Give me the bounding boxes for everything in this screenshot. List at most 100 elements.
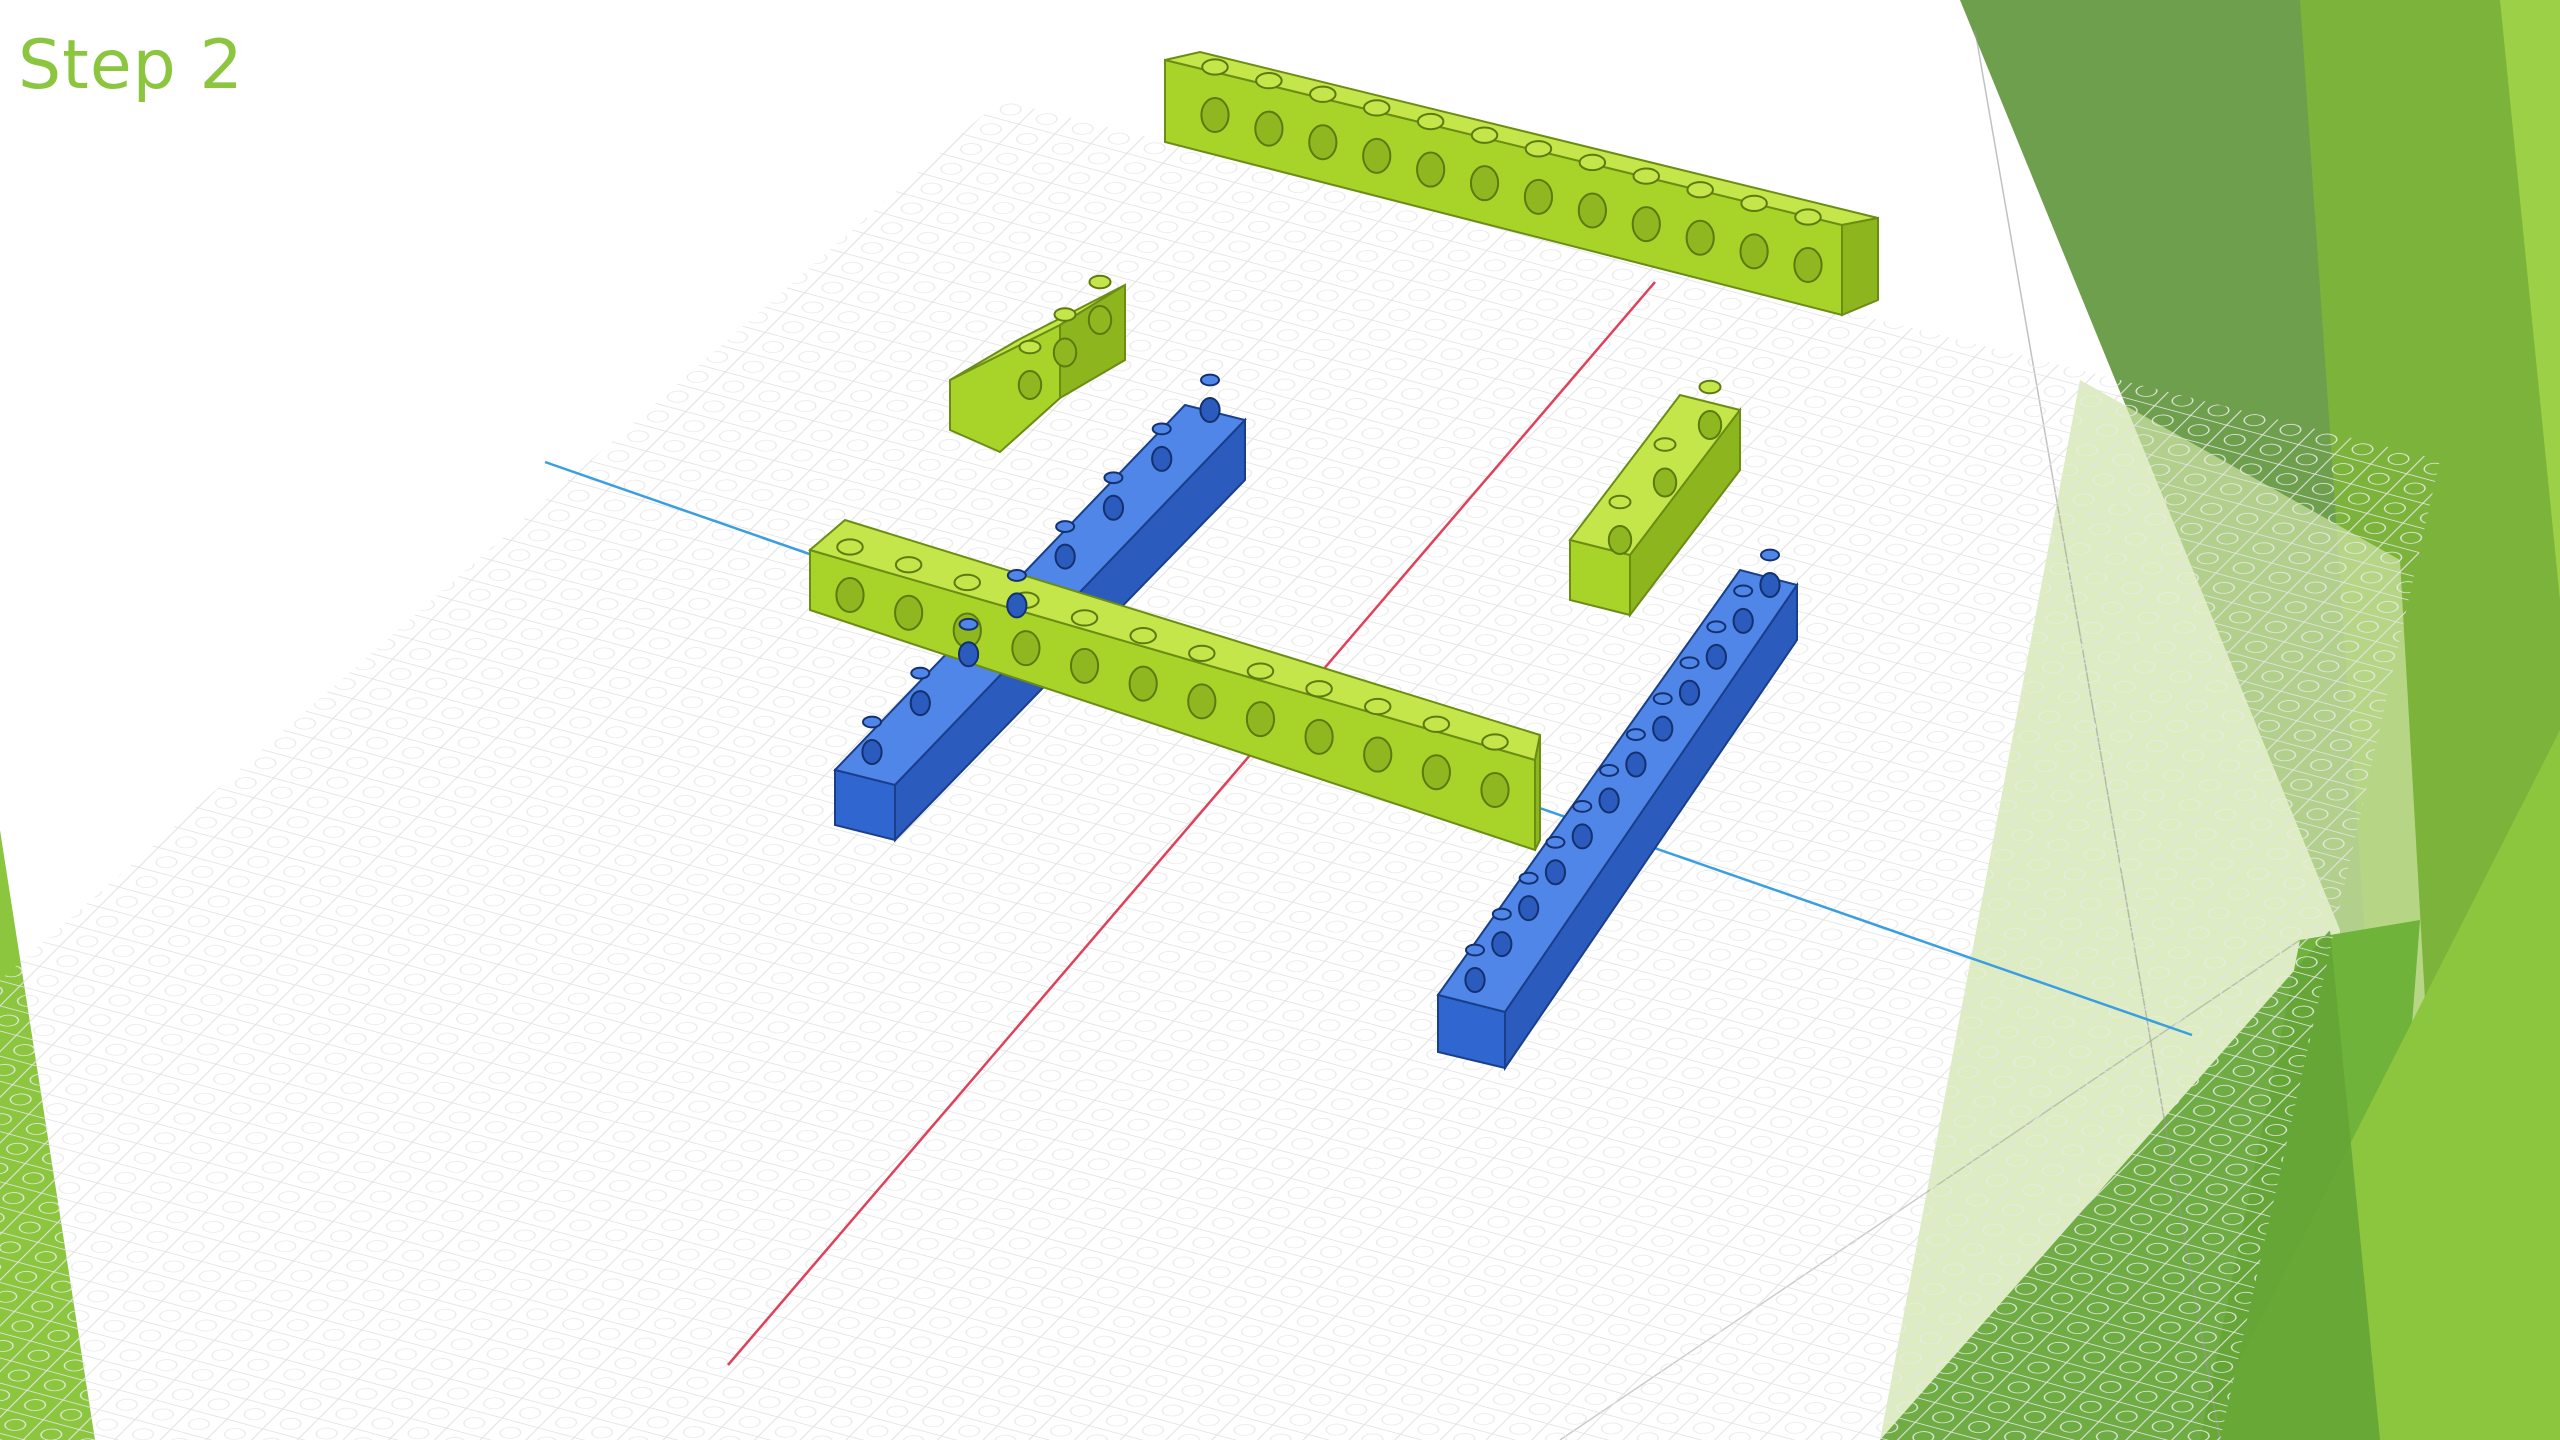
blue-right-hole (1519, 896, 1538, 920)
blue-right-hole (1573, 824, 1592, 848)
lime-right-stud (1700, 381, 1721, 394)
front-beam-hole (1071, 649, 1098, 683)
back-beam-hole (1687, 221, 1714, 255)
lime-left-hole (1019, 371, 1041, 399)
blue-left-hole (1200, 398, 1219, 422)
blue-left-stud (911, 668, 929, 679)
blue-left-hole (1007, 593, 1026, 617)
front-beam-hole (1012, 631, 1039, 665)
blue-left-hole (862, 740, 881, 764)
blue-right-hole (1492, 932, 1511, 956)
lime-right-stud (1610, 496, 1631, 509)
back-beam-stud (1687, 182, 1713, 197)
slide-title: Step 2 (18, 18, 244, 114)
lime-left-hole (1089, 306, 1111, 334)
blue-right-hole (1626, 753, 1645, 777)
blue-right-stud (1734, 586, 1752, 597)
front-beam-hole (895, 596, 922, 630)
lime-left-stud (1020, 341, 1041, 354)
back-beam-stud (1364, 100, 1390, 115)
lime-right-hole (1654, 469, 1676, 497)
back-beam-hole (1633, 207, 1660, 241)
blue-right-stud (1681, 657, 1699, 668)
blue-right-hole (1707, 645, 1726, 669)
front-beam-stud (1072, 610, 1098, 625)
front-beam-hole (836, 578, 863, 612)
blue-right-hole (1546, 860, 1565, 884)
blue-left-stud (1201, 375, 1219, 386)
blue-left-hole (1104, 496, 1123, 520)
blue-right-hole (1465, 968, 1484, 992)
lime-right-stud (1655, 438, 1676, 451)
lime-right-hole (1699, 411, 1721, 439)
blue-left-stud (1153, 423, 1171, 434)
front-beam-stud (896, 557, 922, 572)
back-beam-stud (1418, 114, 1444, 129)
lime-left-stud (1055, 308, 1076, 321)
back-beam-hole (1363, 139, 1390, 173)
blue-right-stud (1546, 837, 1564, 848)
blue-right-hole (1599, 788, 1618, 812)
blue-right-stud (1654, 693, 1672, 704)
blue-right-hole (1760, 573, 1779, 597)
front-beam-hole (1130, 667, 1157, 701)
blue-left-stud (1104, 472, 1122, 483)
front-beam-hole (1364, 738, 1391, 772)
blue-right-stud (1761, 550, 1779, 561)
blue-left-hole (1056, 545, 1075, 569)
front-beam-stud (1424, 717, 1450, 732)
front-beam-hole (1481, 773, 1508, 807)
blue-right-stud (1627, 729, 1645, 740)
front-beam-stud (1365, 699, 1391, 714)
back-beam-hole (1417, 153, 1444, 187)
back-beam-hole (1794, 248, 1821, 282)
blue-right-stud (1520, 873, 1538, 884)
back-beam-stud (1526, 141, 1552, 156)
back-beam-stud (1634, 168, 1660, 183)
blue-right-stud (1573, 801, 1591, 812)
back-beam-hole (1525, 180, 1552, 214)
back-beam-stud (1256, 73, 1282, 88)
back-beam-stud (1795, 209, 1821, 224)
blue-right-stud (1600, 765, 1618, 776)
blue-left-stud (863, 717, 881, 728)
front-beam-stud (1130, 628, 1156, 643)
blue-right-hole (1734, 609, 1753, 633)
back-beam-stud (1310, 87, 1336, 102)
front-beam-stud (837, 539, 863, 554)
back-beam-hole (1255, 112, 1282, 146)
front-beam-hole (1188, 684, 1215, 718)
front-beam-hole (1423, 755, 1450, 789)
blue-right-stud (1493, 909, 1511, 920)
blue-right-hole (1653, 717, 1672, 741)
back-beam-hole (1201, 98, 1228, 132)
front-beam-stud (1248, 663, 1274, 678)
back-beam-stud (1741, 196, 1767, 211)
front-beam-stud (955, 575, 981, 590)
back-beam-stud (1472, 128, 1498, 143)
front-beam-stud (1306, 681, 1332, 696)
front-beam-hole (1247, 702, 1274, 736)
back-beam-hole (1471, 166, 1498, 200)
blue-left-hole (959, 642, 978, 666)
blue-left-hole (911, 691, 930, 715)
blue-right-stud (1466, 945, 1484, 956)
blue-right-stud (1707, 621, 1725, 632)
back-beam-stud (1580, 155, 1606, 170)
lime-right-hole (1609, 526, 1631, 554)
lime-left-hole (1054, 339, 1076, 367)
blue-left-stud (1008, 570, 1026, 581)
back-beam-hole (1309, 125, 1336, 159)
blue-left-hole (1152, 447, 1171, 471)
front-beam-stud (1482, 734, 1508, 749)
back-beam-hole (1740, 234, 1767, 268)
blue-left-stud (960, 619, 978, 630)
back-beam-stud (1202, 59, 1228, 74)
front-beam-stud (1189, 646, 1215, 661)
blue-right-hole (1680, 681, 1699, 705)
blue-left-stud (1056, 521, 1074, 532)
back-beam-hole (1579, 193, 1606, 227)
lime-left-stud (1090, 276, 1111, 289)
